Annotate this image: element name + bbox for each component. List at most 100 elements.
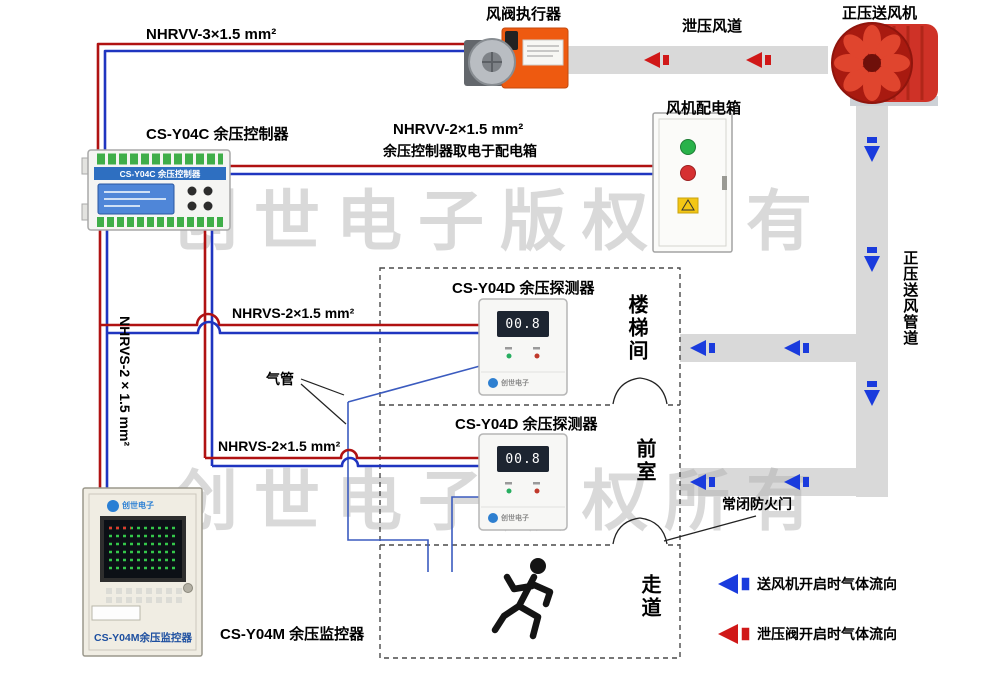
fan-blades (834, 25, 910, 101)
detector1-device (478, 298, 568, 396)
label-room-corridor: 走道 (638, 574, 660, 620)
label-detector-cable-vertical: NHRVS-2×1.5 mm² (117, 316, 134, 447)
leader-line (300, 378, 345, 396)
wire-live-detector2 (205, 448, 479, 460)
controller-ear (81, 203, 89, 221)
wire-neutral-detector2 (212, 456, 479, 468)
supply-fan-device (831, 22, 938, 106)
detector-green-led (506, 353, 512, 359)
detector2-brand-text: 创世电子 (501, 515, 529, 522)
door-arc (639, 377, 668, 405)
detector-mark (505, 347, 512, 350)
label-monitor-title: CS-Y04M 余压监控器 (220, 626, 365, 643)
label-damper-actuator: 风阀执行器 (486, 6, 562, 23)
power-box-red-light (680, 165, 696, 181)
label-supply-fan: 正压送风机 (842, 5, 918, 22)
label-supply-duct-vertical: 正压送风管道 (901, 250, 919, 346)
power-box-body (652, 112, 733, 253)
detector-red-led (534, 488, 540, 494)
air-tube-detector1 (347, 365, 481, 403)
label-room-front-chamber: 前室 (633, 438, 655, 484)
door-arc (612, 377, 641, 405)
power-box-green-light (680, 139, 696, 155)
detector-mark (533, 482, 540, 485)
label-detector-cable-2: NHRVS-2×1.5 mm² (218, 438, 341, 454)
monitor-keyhole (183, 583, 193, 593)
relief-flow-arrow-icon (746, 52, 771, 68)
controller-panel-title: CS-Y04C 余压控制器 (119, 169, 201, 179)
brand-logo-icon (488, 513, 498, 523)
damper-actuator-device (464, 27, 569, 89)
supply-flow-left-arrow-icon (784, 474, 809, 490)
wire-live-detector1 (100, 312, 479, 327)
controller-buttons (187, 186, 213, 211)
monitor-device (82, 487, 203, 657)
monitor-card-slot (91, 605, 141, 621)
detector1-brand-text: 创世电子 (501, 380, 529, 387)
air-tube-run-corridor (347, 402, 429, 572)
supply-flow-left-arrow-icon (690, 340, 715, 356)
supply-flow-down-arrow-icon (864, 137, 880, 162)
detector1-display-value: 00.8 (505, 317, 541, 332)
actuator-label-lines (527, 45, 559, 57)
fire-door-leader-line (663, 515, 757, 542)
air-tubes (347, 365, 481, 572)
supply-flow-left-arrow-icon (784, 340, 809, 356)
wire-neutral-actuator (103, 49, 464, 152)
label-detector-cable-1: NHRVS-2×1.5 mm² (232, 305, 355, 321)
label-fire-door: 常闭防火门 (722, 496, 792, 512)
air-tube-detector2 (451, 496, 480, 572)
detector2-display-value: 00.8 (505, 452, 541, 467)
wire-neutral-detector1 (107, 320, 479, 335)
detector-lcd (497, 311, 549, 337)
label-power-cable: NHRVV-2×1.5 mm² (393, 121, 524, 138)
supply-flow-left-arrow-icon (690, 474, 715, 490)
monitor-panel-label: CS-Y04M余压监控器 (93, 632, 192, 644)
monitor-screen-dots (109, 526, 177, 570)
supply-duct-vertical-shape (856, 100, 888, 497)
warning-triangle-icon (681, 199, 695, 211)
detector-red-led (534, 353, 540, 359)
relief-flow-arrow-icon (644, 52, 669, 68)
supply-flow-down-arrow-icon (864, 381, 880, 406)
door-arc (639, 517, 668, 545)
relief-duct-shape (566, 46, 828, 74)
label-detector1-title: CS-Y04D 余压探测器 (452, 280, 595, 297)
room-outline-outer (379, 267, 681, 659)
power-box-latch (722, 176, 727, 190)
detector2-device (478, 433, 568, 531)
wiring (96, 42, 653, 488)
detector-green-led (506, 488, 512, 494)
label-air-tube: 气管 (266, 371, 294, 387)
controller-header-band (94, 167, 226, 180)
detector-lcd (497, 446, 549, 472)
monitor-brand-text: 创世电子 (122, 501, 154, 510)
legend-relief-flow-label: 泄压阀开启时气体流向 (757, 626, 897, 642)
fire-door-symbols (612, 377, 757, 545)
controller-ear (81, 157, 89, 175)
label-cable-actuator: NHRVV-3×1.5 mm² (146, 26, 277, 43)
legend-supply-flow-label: 送风机开启时气体流向 (757, 576, 897, 592)
detector-mark (533, 347, 540, 350)
label-fan-power-box: 风机配电箱 (666, 100, 742, 117)
brand-logo-icon (107, 500, 119, 512)
air-tube-leaders (300, 378, 347, 425)
wire-live-actuator (96, 42, 464, 152)
fan-hub (863, 54, 881, 72)
controller-lcd-lines (104, 191, 166, 207)
leader-line (300, 383, 347, 425)
running-person-icon (491, 558, 554, 640)
legend-relief-arrow-icon (718, 624, 750, 644)
door-arc (612, 517, 641, 545)
monitor-door (88, 493, 197, 651)
supply-flow-down-arrow-icon (864, 247, 880, 272)
label-room-stairwell: 楼梯间 (625, 294, 647, 363)
label-relief-duct: 泄压风道 (682, 18, 743, 35)
brand-logo-icon (488, 378, 498, 388)
fan-power-box-device (652, 112, 733, 253)
actuator-label-plate (522, 39, 564, 66)
monitor-screen (104, 520, 182, 578)
